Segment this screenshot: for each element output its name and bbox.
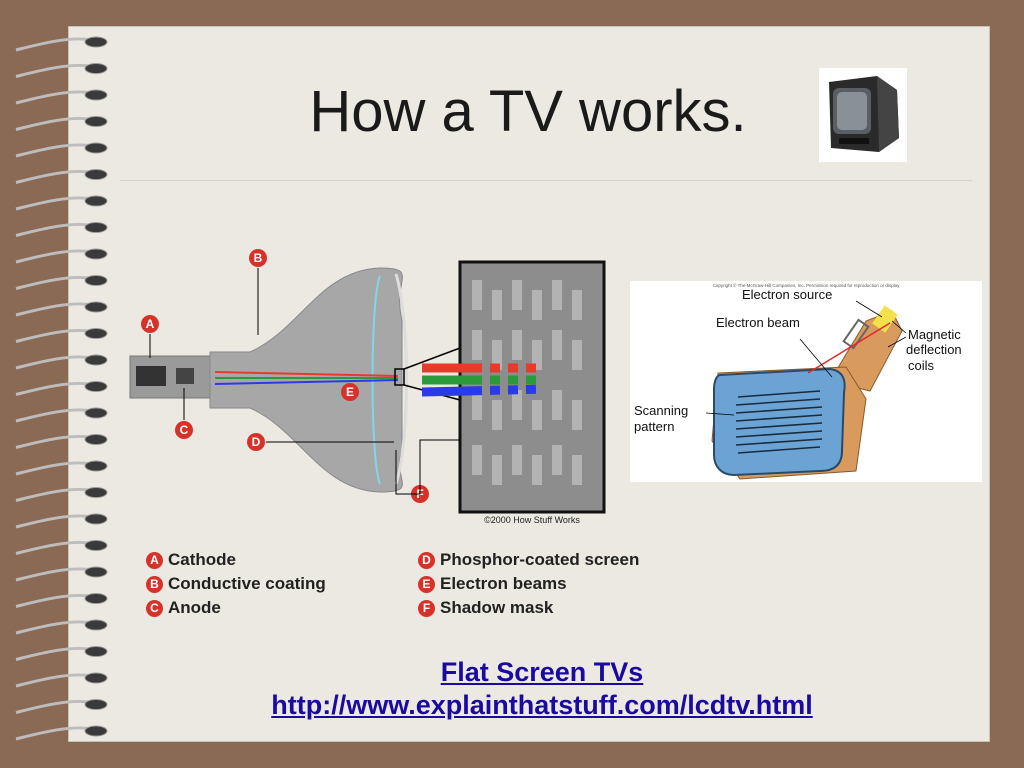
callout-d: D [252, 435, 261, 449]
spiral-wire [15, 37, 93, 52]
spiral-wire [15, 461, 93, 476]
spiral-wire [15, 275, 93, 290]
spiral-wire [15, 620, 93, 635]
legend-item-shadow-mask: F Shadow mask [418, 596, 639, 620]
badge-e: E [418, 575, 435, 593]
crt-copyright: Copyright © The McGraw-Hill Companies, I… [713, 282, 901, 288]
callout-c: C [180, 423, 189, 437]
spiral-hole [84, 354, 108, 366]
spiral-hole [84, 301, 108, 313]
legend-label: Conductive coating [168, 574, 326, 593]
spiral-wire [15, 673, 93, 688]
crt-figure: Copyright © The McGraw-Hill Companies, I… [630, 281, 982, 482]
spiral-wire [15, 249, 93, 264]
spiral-hole [84, 460, 108, 472]
spiral-hole [84, 593, 108, 604]
spiral-hole [84, 36, 108, 48]
spiral-wire [15, 302, 93, 317]
slide-title-text: How a TV works. [309, 79, 747, 144]
spiral-hole [84, 89, 108, 101]
spiral-hole [84, 725, 108, 737]
spiral-wire [15, 116, 93, 131]
legend-label: Shadow mask [440, 598, 554, 617]
explainthatstuff-url-link[interactable]: http://www.explainthatstuff.com/lcdtv.ht… [271, 690, 813, 720]
spiral-wire [15, 646, 93, 661]
links-block: Flat Screen TVs http://www.explainthatst… [0, 655, 1024, 721]
spiral-wire [15, 593, 93, 608]
spiral-wire [15, 434, 93, 449]
spiral-wire [15, 355, 93, 370]
spiral-hole [84, 116, 108, 127]
legend-label: Electron beams [440, 574, 567, 593]
spiral-hole [84, 487, 108, 498]
badge-b: B [146, 575, 163, 593]
spiral-wire [15, 540, 93, 555]
spiral-hole [84, 699, 108, 710]
badge-f: F [418, 599, 435, 617]
spiral-wire [15, 63, 93, 78]
label-deflection: deflection [906, 342, 962, 357]
spiral-wire [15, 222, 93, 237]
tv-icon [819, 68, 907, 162]
spiral-wire [15, 169, 93, 184]
spiral-wire [15, 143, 93, 158]
tv-tube-diagram: ©2000 How Stuff Works B A C D E F [129, 249, 606, 525]
title-divider [120, 180, 972, 181]
legend-item-electron-beams: E Electron beams [418, 572, 639, 596]
badge-a: A [146, 551, 163, 569]
legend-item-conductive-coating: B Conductive coating [146, 572, 326, 596]
spiral-hole [84, 142, 108, 154]
label-electron-source: Electron source [742, 287, 832, 302]
spiral-hole [84, 646, 108, 657]
legend-item-anode: C Anode [146, 596, 326, 620]
spiral-hole [84, 222, 108, 233]
slide-title: How a TV works. [0, 78, 1024, 145]
spiral-hole [84, 513, 108, 525]
spiral-hole [84, 328, 108, 339]
legend-item-phosphor-screen: D Phosphor-coated screen [418, 548, 639, 572]
label-magnetic: Magnetic [908, 327, 961, 342]
spiral-wire [15, 196, 93, 211]
spiral-wire [15, 90, 93, 105]
badge-c: C [146, 599, 163, 617]
spiral-hole [84, 672, 108, 684]
badge-d: D [418, 551, 435, 569]
spiral-binding [15, 36, 108, 741]
legend-label: Cathode [168, 550, 236, 569]
spiral-wire [15, 726, 93, 741]
spiral-hole [84, 195, 108, 207]
label-electron-beam: Electron beam [716, 315, 800, 330]
spiral-hole [84, 434, 108, 445]
spiral-wire [15, 567, 93, 582]
spiral-hole [84, 275, 108, 286]
spiral-wire [15, 328, 93, 343]
spiral-hole [84, 63, 108, 74]
callout-b: B [254, 251, 263, 265]
spiral-wire [15, 487, 93, 502]
spiral-wire [15, 514, 93, 529]
legend-label: Anode [168, 598, 221, 617]
spiral-hole [84, 248, 108, 260]
legend-item-cathode: A Cathode [146, 548, 326, 572]
spiral-wire [15, 381, 93, 396]
spiral-hole [84, 381, 108, 392]
spiral-hole [84, 407, 108, 419]
label-scanning: Scanning [634, 403, 688, 418]
callout-a: A [146, 317, 155, 331]
legend-left: A Cathode B Conductive coating C Anode [146, 548, 326, 620]
spiral-hole [84, 566, 108, 578]
spiral-hole [84, 540, 108, 551]
spiral-hole [84, 169, 108, 180]
spiral-hole [84, 619, 108, 631]
flat-screen-tvs-link[interactable]: Flat Screen TVs [440, 657, 644, 687]
diagram-copyright: ©2000 How Stuff Works [484, 515, 580, 525]
label-pattern: pattern [634, 419, 674, 434]
callout-e: E [346, 385, 354, 399]
label-coils: coils [908, 358, 935, 373]
legend-label: Phosphor-coated screen [440, 550, 640, 569]
spiral-wire [15, 699, 93, 714]
spiral-wire [15, 408, 93, 423]
